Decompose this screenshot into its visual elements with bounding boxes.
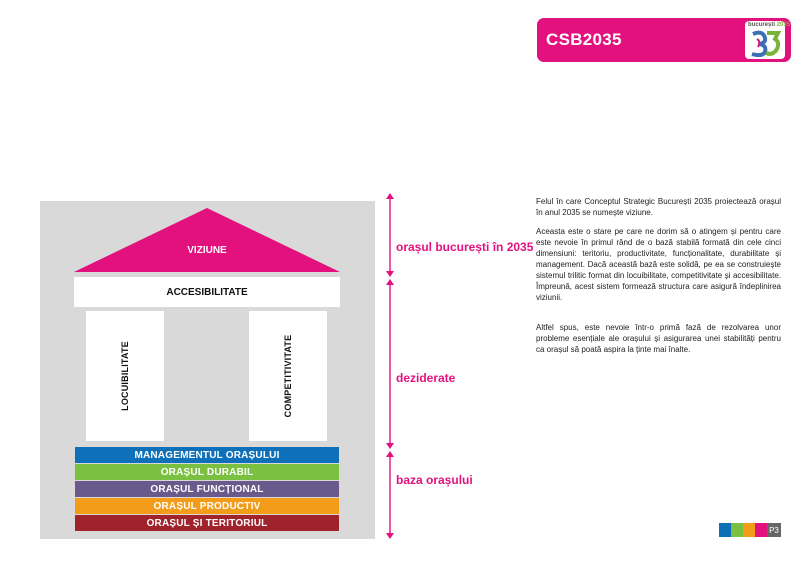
beam-accesibilitate: ACCESIBILITATE (74, 277, 340, 307)
beam-label: ACCESIBILITATE (166, 286, 248, 298)
foundation-teritoriul: ORAȘUL ȘI TERITORIUL (75, 515, 339, 531)
logo-35-mark: 35 (751, 30, 781, 57)
footer-swatch-blue (719, 523, 731, 537)
arrow-vision-zone (386, 193, 394, 277)
logo-text: bucurești 2035 (748, 22, 791, 28)
text-paragraph-1: Felul în care Conceptul Strategic Bucure… (536, 197, 781, 217)
foundation-durabil: ORAȘUL DURABIL (75, 464, 339, 480)
column-competitivitate: COMPETITIVITATE (249, 311, 327, 441)
text-paragraph-2: Aceasta este o stare pe care ne dorim să… (536, 227, 781, 302)
footer-page-indicator: P3 (719, 523, 781, 537)
foundation-functional: ORAȘUL FUNCȚIONAL (75, 481, 339, 497)
column-locuibilitate: LOCUIBILITATE (86, 311, 164, 441)
footer-swatch-orange (743, 523, 755, 537)
zone-label-vision: orașul bucurești în 2035 (396, 240, 534, 254)
bucuresti-logo: bucurești 2035 35 (745, 21, 790, 59)
header-title: CSB2035 (546, 30, 622, 49)
foundation-managementul: MANAGEMENTUL ORAȘULUI (75, 447, 339, 463)
page-number: P3 (767, 523, 781, 537)
arrow-baza-zone (386, 451, 394, 539)
svg-text:35: 35 (775, 52, 780, 57)
footer-swatch-magenta (755, 523, 767, 537)
foundation-productiv: ORAȘUL PRODUCTIV (75, 498, 339, 514)
arrow-deziderate-zone (386, 279, 394, 449)
zone-label-baza: baza orașului (396, 473, 473, 487)
header-bar: CSB2035 bucurești 2035 35 (537, 18, 791, 62)
column-label-locuibilitate: LOCUIBILITATE (120, 341, 130, 411)
footer-swatch-green (731, 523, 743, 537)
roof-triangle (74, 208, 340, 272)
column-label-competitivitate: COMPETITIVITATE (283, 334, 293, 418)
zone-label-deziderate: deziderate (396, 371, 456, 385)
text-paragraph-3: Altfel spus, este nevoie într-o primă fa… (536, 323, 781, 354)
roof-label-viziune: VIZIUNE (187, 245, 227, 256)
